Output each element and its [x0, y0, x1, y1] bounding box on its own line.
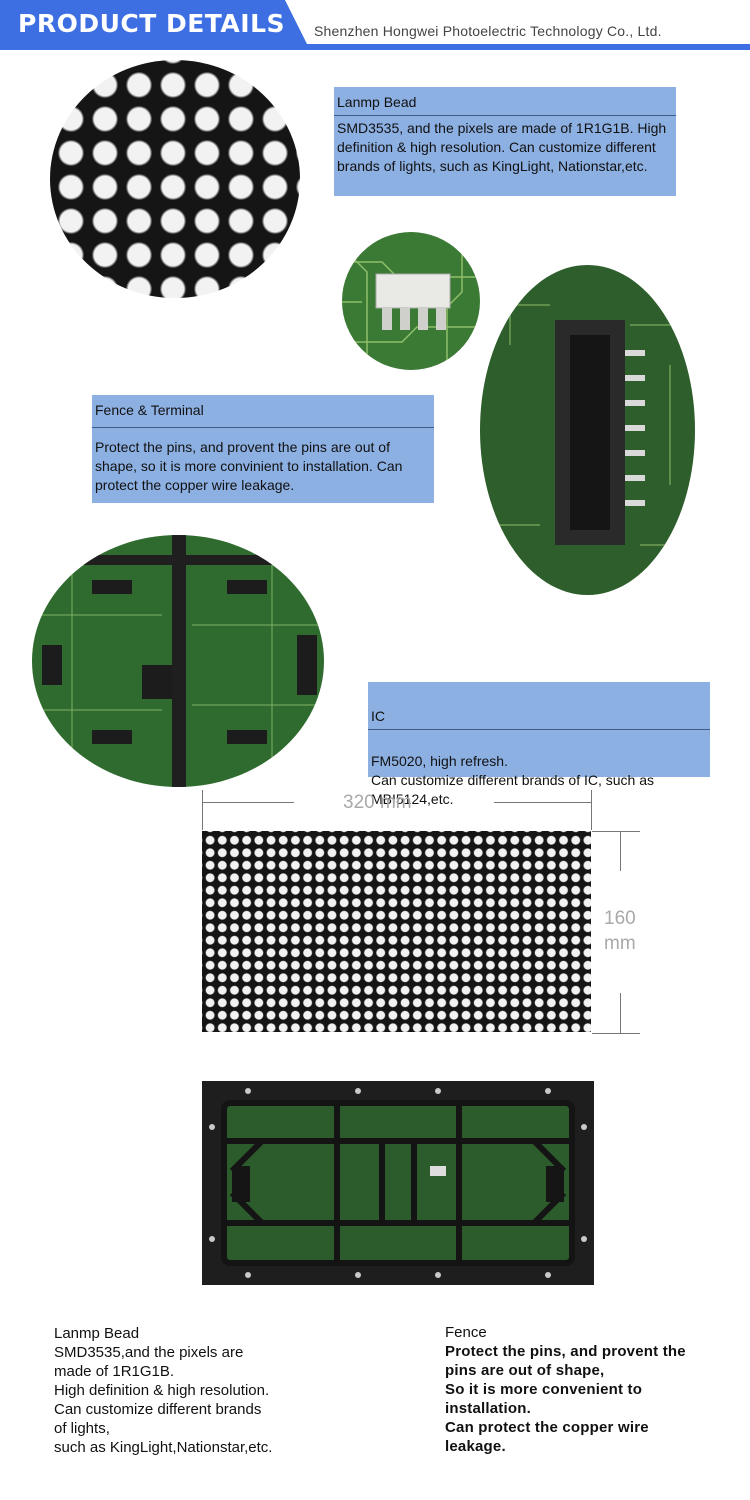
ic-info-box: IC FM5020, high refresh. Can customize d…	[368, 682, 710, 807]
bottom-fence-text: Protect the pins, and provent the pins a…	[445, 1343, 686, 1455]
header-underline	[300, 44, 750, 50]
ribbon-header-image	[480, 265, 695, 595]
height-line-top	[620, 831, 621, 871]
width-marker-left	[202, 790, 203, 830]
led-bead-closeup-image	[50, 60, 300, 298]
height-line-bottom	[620, 993, 621, 1033]
height-marker-top	[592, 831, 640, 832]
height-dimension-value: 160	[604, 908, 636, 929]
fence-terminal-title: Fence & Terminal	[92, 395, 434, 428]
lamp-bead-info-box: Lanmp Bead SMD3535, and the pixels are m…	[334, 87, 676, 196]
terminal-connector-image	[342, 232, 480, 370]
bottom-lamp-bead-text: Lanmp Bead SMD3535,and the pixels are ma…	[54, 1325, 273, 1456]
lamp-bead-title: Lanmp Bead	[334, 87, 676, 116]
width-line-right	[494, 802, 591, 803]
lamp-bead-text: SMD3535, and the pixels are made of 1R1G…	[337, 120, 667, 174]
height-marker-bottom	[592, 1033, 640, 1034]
header-band	[0, 0, 310, 50]
ic-text: FM5020, high refresh. Can customize diff…	[371, 753, 654, 807]
ic-board-image	[32, 535, 324, 787]
led-module-back-image	[202, 1081, 594, 1285]
fence-terminal-text: Protect the pins, and provent the pins a…	[95, 439, 403, 493]
ic-title: IC	[368, 701, 710, 730]
led-module-front-image	[202, 831, 591, 1032]
width-line-left	[202, 802, 294, 803]
fence-terminal-info-box: Fence & Terminal Protect the pins, and p…	[92, 395, 434, 503]
height-dimension-unit: mm	[604, 933, 636, 954]
width-marker-right	[591, 790, 592, 830]
bottom-fence-title: Fence	[445, 1324, 487, 1341]
company-name: Shenzhen Hongwei Photoelectric Technolog…	[314, 23, 662, 39]
page-title: PRODUCT DETAILS	[18, 9, 286, 38]
width-dimension-label: 320 mm	[343, 792, 412, 813]
